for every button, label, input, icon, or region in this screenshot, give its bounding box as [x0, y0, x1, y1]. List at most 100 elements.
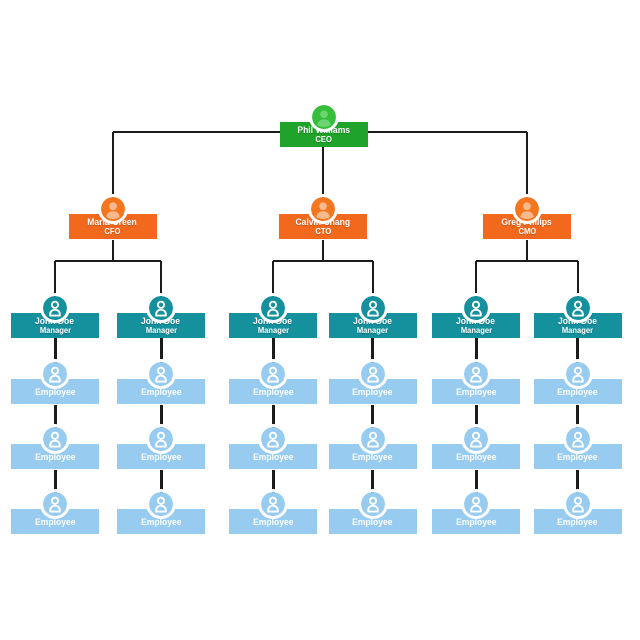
person-icon	[146, 293, 176, 323]
connector-line	[474, 338, 478, 373]
person-icon	[258, 424, 288, 454]
connector-line	[371, 405, 374, 438]
node-box: Employee	[432, 509, 520, 534]
org-node-employee[interactable]: Employee	[117, 422, 205, 469]
connector-line	[322, 147, 324, 206]
org-node-manager[interactable]: John Doe Manager	[432, 291, 520, 338]
person-icon	[562, 293, 593, 323]
person-icon	[146, 424, 176, 454]
person-icon	[357, 359, 388, 389]
org-node-employee[interactable]: Employee	[229, 487, 317, 534]
org-node-executive[interactable]: Greg Philips CMO	[483, 192, 571, 239]
node-title: Manager	[257, 325, 289, 335]
person-icon	[40, 359, 70, 389]
connector-line	[576, 261, 579, 307]
org-node-employee[interactable]: Employee	[117, 487, 205, 534]
connector-line	[53, 405, 57, 438]
person-icon	[40, 424, 70, 454]
person-icon	[40, 489, 70, 519]
org-node-employee[interactable]: Employee	[117, 357, 205, 404]
connector-line	[271, 470, 275, 503]
org-node-executive[interactable]: Maria Green CFO	[68, 192, 157, 239]
connector-line	[474, 470, 478, 503]
node-name: Employee	[557, 516, 598, 527]
org-node-employee[interactable]: Employee	[11, 357, 99, 404]
person-icon	[308, 102, 339, 132]
connector-line	[53, 338, 57, 373]
connector-line	[111, 240, 114, 262]
node-name: Employee	[252, 451, 294, 462]
org-node-employee[interactable]: Employee	[229, 357, 317, 404]
connector-line	[54, 261, 56, 307]
node-title: CTO	[315, 226, 331, 236]
org-node-employee[interactable]: Employee	[328, 422, 417, 469]
connector-line	[159, 338, 163, 373]
org-node-employee[interactable]: Employee	[11, 422, 99, 469]
connector-line	[526, 240, 528, 262]
node-title: CFO	[104, 226, 121, 236]
node-name: Employee	[352, 516, 393, 527]
node-name: Employee	[352, 451, 393, 462]
person-icon	[357, 489, 388, 519]
connector-line	[159, 405, 163, 438]
node-name: Employee	[455, 516, 497, 527]
node-box: Employee	[432, 444, 520, 469]
connector-line	[53, 470, 57, 503]
org-node-executive[interactable]: Calvin Chang CTO	[279, 192, 367, 239]
connector-line	[576, 470, 579, 503]
node-name: Employee	[557, 451, 598, 462]
node-name: Employee	[140, 516, 182, 527]
org-node-employee[interactable]: Employee	[328, 487, 417, 534]
connector-line	[476, 260, 578, 262]
person-icon	[357, 293, 388, 323]
node-name: Employee	[352, 386, 393, 397]
node-name: Employee	[34, 386, 76, 397]
person-icon	[308, 194, 338, 224]
person-icon	[146, 489, 176, 519]
connector-line	[322, 240, 324, 262]
node-name: Employee	[455, 451, 497, 462]
person-icon	[562, 424, 593, 454]
node-title: Manager	[39, 325, 71, 335]
connector-line	[160, 261, 162, 307]
person-icon	[357, 424, 388, 454]
node-title: Manager	[561, 325, 594, 335]
org-node-employee[interactable]: Employee	[533, 487, 622, 534]
person-icon	[40, 293, 70, 323]
org-node-employee[interactable]: Employee	[328, 357, 417, 404]
connector-line	[371, 470, 374, 503]
connector-line	[271, 338, 275, 373]
person-icon	[512, 194, 542, 224]
org-node-manager[interactable]: John Doe Manager	[328, 291, 417, 338]
person-icon	[258, 359, 288, 389]
org-node-employee[interactable]: Employee	[432, 357, 520, 404]
org-node-ceo[interactable]: Phil Williams CEO	[279, 100, 368, 147]
connector-line	[526, 132, 528, 206]
node-name: Employee	[140, 386, 182, 397]
org-node-employee[interactable]: Employee	[11, 487, 99, 534]
org-node-manager[interactable]: John Doe Manager	[533, 291, 622, 338]
org-node-manager[interactable]: John Doe Manager	[229, 291, 317, 338]
connector-line	[55, 260, 161, 262]
person-icon	[461, 293, 491, 323]
org-node-employee[interactable]: Employee	[432, 422, 520, 469]
person-icon	[146, 359, 176, 389]
connector-line	[371, 261, 374, 307]
node-name: Employee	[34, 516, 76, 527]
person-icon	[461, 489, 491, 519]
org-node-manager[interactable]: John Doe Manager	[11, 291, 99, 338]
org-node-employee[interactable]: Employee	[432, 487, 520, 534]
connector-line	[475, 261, 477, 307]
connector-line	[159, 470, 163, 503]
org-node-employee[interactable]: Employee	[533, 357, 622, 404]
person-icon	[258, 489, 288, 519]
org-node-manager[interactable]: John Doe Manager	[117, 291, 205, 338]
node-name: Employee	[34, 451, 76, 462]
node-title: CMO	[518, 226, 536, 236]
org-node-employee[interactable]: Employee	[229, 422, 317, 469]
node-name: Employee	[455, 386, 497, 397]
person-icon	[258, 293, 288, 323]
org-node-employee[interactable]: Employee	[533, 422, 622, 469]
connector-line	[371, 338, 374, 373]
